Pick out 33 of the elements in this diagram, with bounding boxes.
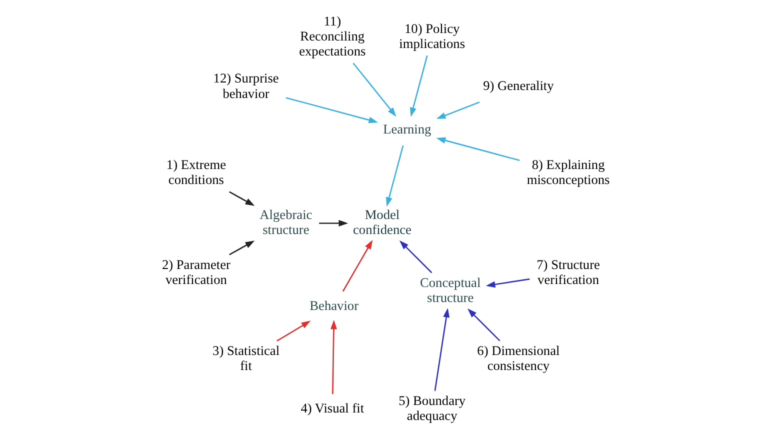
- arrow: [410, 55, 428, 117]
- arrow: [434, 308, 450, 391]
- node-text: Model confidence: [353, 206, 412, 237]
- arrow: [352, 62, 396, 117]
- arrow: [436, 137, 520, 162]
- node-text: 5) Boundary adequacy: [398, 392, 466, 423]
- node-text: 9) Generality: [483, 78, 554, 94]
- node-text: Learning: [383, 121, 432, 136]
- node-text: 4) Visual fit: [300, 400, 364, 416]
- node-text: 1) Extreme conditions: [166, 157, 226, 188]
- arrow: [330, 320, 337, 394]
- node-text: 10) Policy implications: [399, 20, 466, 51]
- arrow: [342, 240, 373, 292]
- node-text: 6) Dimensional consistency: [477, 343, 560, 374]
- arrow: [486, 278, 530, 288]
- arrow: [286, 97, 378, 124]
- arrow: [319, 220, 348, 227]
- node-text: 11) Reconciling expectations: [299, 13, 366, 58]
- node-text: 3) Statistical fit: [212, 343, 280, 374]
- node-text: Algebraic structure: [260, 206, 312, 237]
- arrow: [229, 240, 255, 256]
- node-text: 2) Parameter verification: [162, 256, 230, 287]
- arrow: [276, 320, 311, 342]
- arrow: [386, 145, 404, 207]
- arrow: [229, 191, 255, 206]
- arrow: [468, 308, 500, 342]
- node-text: 8) Explaining misconceptions: [526, 157, 610, 188]
- node-text: 7) Structure verification: [536, 256, 600, 287]
- node-text: Behavior: [310, 298, 359, 313]
- node-text: 12) Surprise behavior: [213, 70, 279, 101]
- arrow: [436, 102, 480, 119]
- arrow: [399, 240, 432, 274]
- node-text: Conceptual structure: [420, 275, 481, 306]
